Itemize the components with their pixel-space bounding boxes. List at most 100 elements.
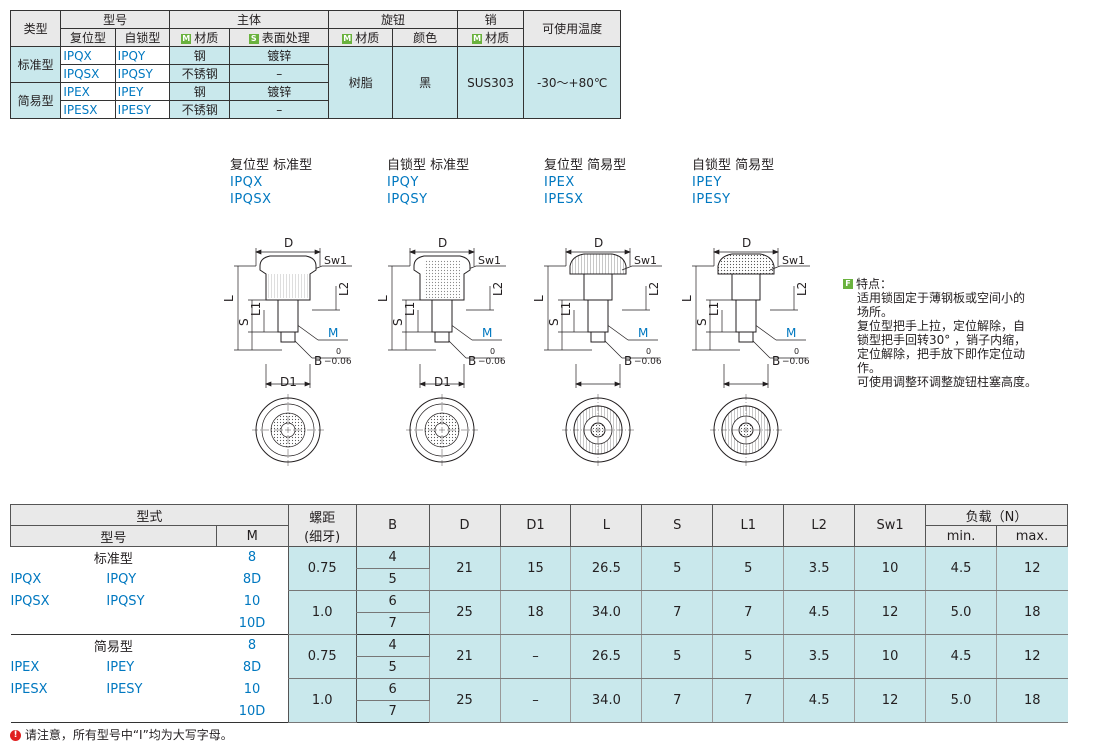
material-cell: 钢 — [169, 82, 231, 101]
dim-label-tol-top: 0 — [336, 347, 341, 356]
m-cell: 10 — [216, 678, 289, 701]
min-cell: 4.5 — [925, 634, 997, 679]
features-line: 定位解除，把手放下即作定位动 — [857, 347, 1026, 361]
surface-label: 表面处理 — [261, 31, 310, 45]
m-cell: 10D — [216, 700, 289, 723]
dim-label-l1: L1 — [249, 302, 263, 316]
dim-label-b: B — [468, 354, 476, 368]
b-cell: 7 — [355, 612, 430, 635]
model-cell: IPEX — [10, 660, 40, 675]
max-cell: 18 — [995, 678, 1068, 723]
surface-cell: – — [229, 100, 330, 119]
l1-cell: 7 — [712, 590, 784, 635]
l1-cell: 5 — [712, 634, 784, 679]
b-cell: 7 — [355, 700, 430, 723]
dim-label-tol-bottom: −0.06 — [478, 357, 506, 367]
b-cell: 4 — [355, 546, 430, 569]
l1-cell: 5 — [712, 546, 784, 591]
sw-cell: 10 — [854, 546, 926, 591]
knob-material-badge-icon: M — [342, 33, 353, 44]
min-cell: 5.0 — [925, 678, 997, 723]
model-cell: IPQSY — [106, 594, 145, 609]
dim-label-l2: L2 — [795, 282, 809, 296]
features-line: 可使用调整环调整旋钮柱塞高度。 — [857, 375, 1038, 389]
l1-cell: 7 — [712, 678, 784, 723]
dim-label-l: L — [376, 295, 390, 302]
model-cell: IPESX — [60, 100, 116, 119]
group-name: 简易型 — [93, 640, 133, 656]
b-cell: 6 — [355, 678, 430, 701]
dim-label-tol-top: 0 — [490, 347, 495, 356]
dim-label-d: D — [742, 236, 751, 250]
b-cell: 5 — [355, 656, 430, 679]
drawing-reset-simple — [543, 247, 663, 389]
top-view-4 — [710, 394, 782, 466]
l-cell: 34.0 — [570, 590, 642, 635]
sw-header: Sw1 — [854, 504, 927, 547]
lock-header: 自锁型 — [114, 28, 171, 47]
dim-label-s: S — [547, 318, 561, 326]
model-header: 型号 — [10, 525, 217, 547]
surface-badge-icon: S — [248, 33, 259, 44]
dim-label-d1: D1 — [280, 375, 297, 389]
d-header: D — [428, 504, 501, 547]
model-cell-empty — [10, 700, 217, 723]
caption-model: IPQY — [387, 175, 419, 190]
group-name: 标准型 — [93, 552, 133, 568]
top-view-3 — [562, 394, 634, 466]
max-cell: 18 — [995, 590, 1068, 635]
features-line: 复位型把手上拉，定位解除，自 — [857, 319, 1026, 333]
m-cell: 8D — [216, 656, 289, 679]
dim-label-tol-bottom: −0.06 — [634, 357, 662, 367]
l2-cell: 3.5 — [783, 634, 855, 679]
table-row: 10D 7 — [10, 700, 1068, 723]
l2-header: L2 — [783, 504, 856, 547]
surface-cell: – — [229, 64, 330, 83]
b-cell: 4 — [355, 634, 430, 657]
caption-title: 自锁型 标准型 — [387, 158, 470, 173]
s-cell: 5 — [641, 634, 713, 679]
body-header: 主体 — [169, 10, 330, 29]
caption-model: IPQX — [230, 175, 263, 190]
pitch-header: 螺距(细牙) — [287, 504, 357, 547]
type-header: 类型 — [9, 10, 62, 47]
min-cell: 4.5 — [925, 546, 997, 591]
features-title: 特点： — [856, 277, 893, 291]
dim-label-s: S — [237, 318, 251, 326]
d1-cell: – — [499, 678, 571, 723]
color-header: 颜色 — [392, 28, 458, 47]
surface-cell: 镀锌 — [229, 82, 330, 101]
warning-icon: ! — [10, 730, 21, 741]
caption-lock-simple: 自锁型 简易型 IPEY IPESY — [692, 157, 774, 208]
model-cell: IPESY — [114, 100, 171, 119]
temperature-cell: -30～+80℃ — [523, 46, 621, 119]
min-header: min. — [925, 525, 997, 547]
caption-model: IPQSX — [230, 192, 272, 207]
m-cell: 10D — [216, 612, 289, 635]
pin-material-label: 材质 — [485, 31, 510, 45]
top-view-1 — [252, 394, 324, 466]
b-header: B — [355, 504, 430, 547]
top-view-2 — [406, 394, 478, 466]
b-cell: 6 — [355, 590, 430, 613]
caption-lock-standard: 自锁型 标准型 IPQY IPQSY — [387, 157, 469, 208]
dim-label-d1: D1 — [434, 375, 451, 389]
model-cell: IPESY — [106, 682, 143, 697]
temp-header: 可使用温度 — [523, 10, 621, 47]
l-cell: 34.0 — [570, 678, 642, 723]
footnote-text: 请注意，所有型号中“I”均为大写字母。 — [24, 728, 233, 742]
dim-label-s: S — [391, 318, 405, 326]
knob-material-cell: 树脂 — [328, 46, 394, 119]
knob-header: 旋钮 — [328, 10, 458, 29]
sw-cell: 10 — [854, 634, 926, 679]
dim-label-tol-top: 0 — [794, 347, 799, 356]
model-cell: IPQSX — [10, 594, 50, 609]
min-cell: 5.0 — [925, 590, 997, 635]
drawings-svg: DSw1LSL1L2MB0−0.06D1DSw1LSL1L2MB0−0.06D1… — [222, 236, 811, 466]
